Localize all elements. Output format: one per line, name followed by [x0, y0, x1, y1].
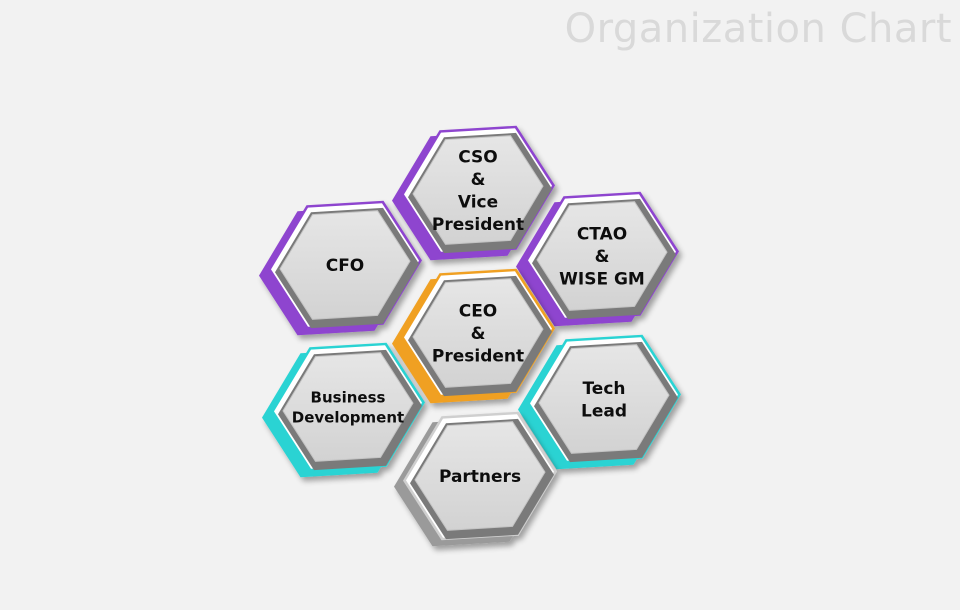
hex-node-ctao: CTAO& WISE GM [516, 191, 679, 327]
hex-face [412, 135, 544, 245]
hex-label-ctao: & [595, 247, 610, 267]
hex-label-business: Development [292, 408, 404, 426]
page-title: Organization Chart [564, 6, 952, 52]
hex-label-ctao: WISE GM [559, 270, 645, 290]
hex-label-ctao: CTAO [577, 225, 627, 245]
hex-label-ceo: & [471, 324, 486, 344]
hex-label-tech: Lead [581, 401, 627, 421]
hex-face [538, 344, 670, 454]
hex-face [536, 201, 668, 311]
hex-label-cso: President [432, 215, 524, 235]
hex-node-partners: Partners [394, 411, 557, 547]
hex-face [279, 210, 411, 320]
hex-face [412, 278, 544, 388]
hex-label-business: Business [311, 389, 386, 407]
hex-face [282, 352, 414, 462]
hex-label-cso: Vice [458, 192, 498, 212]
hex-node-ceo: CEO& President [392, 268, 555, 404]
hex-label-cfo: CFO [326, 256, 365, 276]
hex-node-cfo: CFO [259, 200, 422, 336]
hex-label-ceo: President [432, 347, 524, 367]
hex-label-partners: Partners [439, 467, 521, 487]
hex-label-ceo: CEO [459, 302, 498, 322]
hex-label-cso: CSO [458, 148, 498, 168]
hex-face [414, 421, 546, 531]
hex-label-tech: Tech [582, 379, 625, 399]
hex-label-cso: & [471, 170, 486, 190]
